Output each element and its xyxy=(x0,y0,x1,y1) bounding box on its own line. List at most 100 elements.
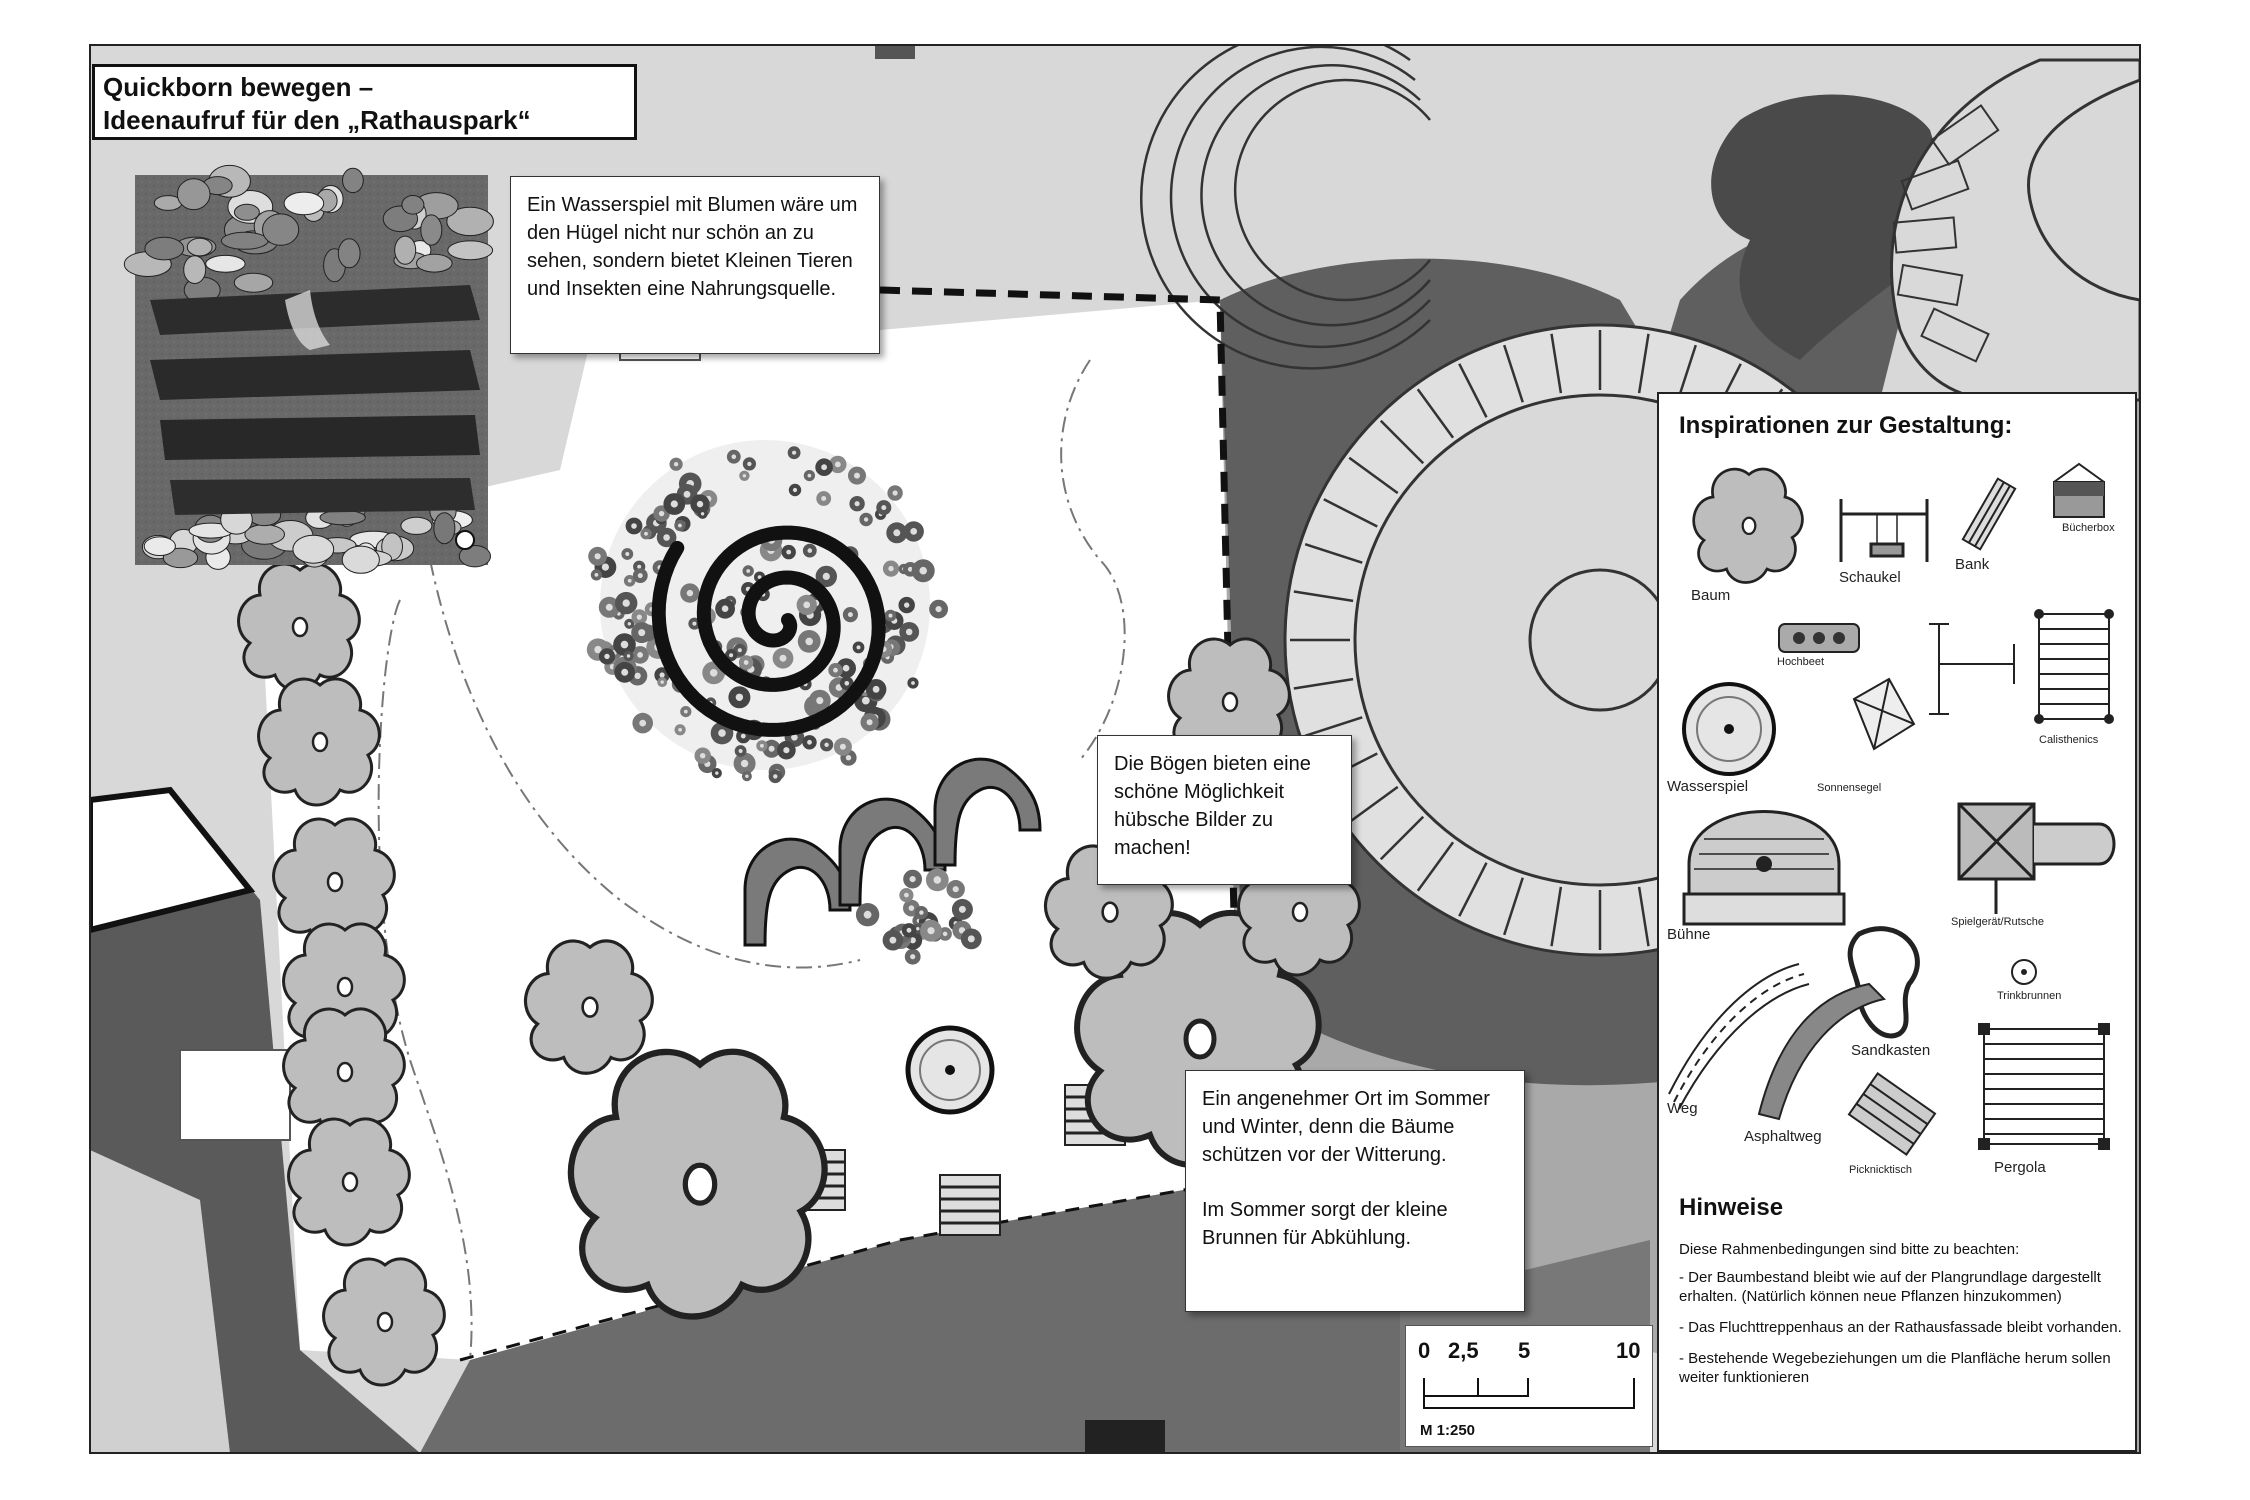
flower-center xyxy=(678,523,682,528)
flower-center xyxy=(907,566,913,572)
note-angenehmer-ort: Ein angenehmer Ort im Sommer und Winter,… xyxy=(1185,1070,1525,1312)
flower-center xyxy=(692,621,697,626)
flower-center xyxy=(604,653,610,660)
label-spielgeraet: Spielgerät/Rutsche xyxy=(1951,916,2044,928)
flower-center xyxy=(904,602,910,608)
photo-stone xyxy=(401,195,425,215)
flower-center xyxy=(919,566,927,575)
photo-stone xyxy=(420,214,443,246)
bench-icon xyxy=(1961,477,2017,551)
flower-center xyxy=(919,910,924,915)
flower-center xyxy=(659,672,665,678)
small-fountain xyxy=(905,1025,995,1115)
plaza-step-divider xyxy=(1416,841,1455,892)
flower-center xyxy=(625,552,630,556)
flower-center xyxy=(622,599,630,607)
plan-title: Quickborn bewegen – Ideenaufruf für den … xyxy=(92,64,637,140)
scale-bar: 0 2,5 5 10 M 1:250 xyxy=(1405,1325,1653,1447)
plaza-step-divider xyxy=(1637,886,1650,947)
flower-center xyxy=(737,648,742,653)
label-schaukel: Schaukel xyxy=(1839,569,1901,586)
flower-center xyxy=(854,472,860,479)
scale-tick: 5 xyxy=(1518,1338,1531,1363)
flower-center xyxy=(958,927,966,934)
flower-center xyxy=(735,693,744,701)
spiral-flower-hill xyxy=(586,440,948,784)
photo-stone xyxy=(244,524,286,545)
flower-center xyxy=(933,876,942,884)
plaza-step-divider xyxy=(1550,333,1563,394)
flower-center xyxy=(627,622,631,626)
photo-stone xyxy=(186,237,213,257)
plaza-step-divider xyxy=(1503,877,1524,936)
flower-center xyxy=(845,755,852,761)
flower-center xyxy=(791,734,798,741)
flower-center xyxy=(745,774,749,778)
note-text: Die Bögen bieten eine schöne Möglichkeit… xyxy=(1114,753,1311,859)
flower-center xyxy=(605,603,613,611)
flower-center xyxy=(709,669,718,677)
flower-center xyxy=(889,936,897,944)
flower-center xyxy=(821,464,827,471)
hinweise-list: - Der Baumbestand bleibt wie auf der Pla… xyxy=(1679,1268,2124,1399)
note-text: Im Sommer sorgt der kleine Brunnen für A… xyxy=(1202,1199,1448,1249)
scale-tick: 0 xyxy=(1418,1338,1431,1363)
plaza-step-divider xyxy=(1503,344,1524,403)
panel-title: Inspirationen zur Gestaltung: xyxy=(1679,412,2013,439)
title-line-1: Quickborn bewegen – xyxy=(103,72,374,102)
flower-center xyxy=(863,517,869,522)
flower-center xyxy=(906,927,912,933)
note-text: Ein angenehmer Ort im Sommer und Winter,… xyxy=(1202,1088,1490,1166)
waterfall-photo xyxy=(123,164,494,574)
hinweise-item: - Der Baumbestand bleibt wie auf der Pla… xyxy=(1679,1269,2101,1305)
inspiration-icons xyxy=(1668,462,2116,1156)
photo-stone xyxy=(283,191,325,216)
flower-center xyxy=(658,510,665,517)
flower-center xyxy=(700,753,706,759)
flower-center xyxy=(803,601,811,609)
photo-stone xyxy=(394,235,417,265)
photo-stone xyxy=(400,516,433,535)
scale-lines xyxy=(1423,1378,1635,1409)
flower-center xyxy=(743,660,749,665)
photo-stone xyxy=(292,534,335,564)
flower-center xyxy=(673,462,679,467)
flower-center xyxy=(663,534,670,541)
flower-center xyxy=(927,927,935,935)
flower-center xyxy=(636,614,642,620)
flower-center xyxy=(844,681,850,686)
label-pergola: Pergola xyxy=(1994,1159,2046,1176)
inspiration-panel: Inspirationen zur Gestaltung: xyxy=(1657,392,2137,1452)
flower-center xyxy=(847,612,853,618)
flower-center xyxy=(718,729,726,737)
photo-stone xyxy=(337,238,361,269)
flower-center xyxy=(807,739,812,745)
plaza-step-divider xyxy=(1348,785,1399,824)
photo-stone xyxy=(447,240,494,261)
title-line-2: Ideenaufruf für den „Rathauspark“ xyxy=(103,105,531,135)
flower-center xyxy=(910,528,918,535)
photo-stone xyxy=(341,545,380,574)
photo-stone xyxy=(233,272,274,293)
photo-stone xyxy=(433,512,456,545)
flower-center xyxy=(627,578,632,583)
flower-center xyxy=(910,954,916,960)
water-feature-icon xyxy=(1682,682,1776,776)
flower-center xyxy=(792,487,798,493)
flower-center xyxy=(854,501,860,507)
note-wasserspiel: Ein Wasserspiel mit Blumen wäre um den H… xyxy=(510,176,880,354)
flower-center xyxy=(856,645,861,650)
flower-center xyxy=(631,523,637,529)
flower-center xyxy=(740,733,746,739)
scale-tick: 10 xyxy=(1616,1338,1641,1363)
label-sandkasten: Sandkasten xyxy=(1851,1042,1931,1059)
scale-label: M 1:250 xyxy=(1420,1422,1476,1439)
label-picknicktisch: Picknicktisch xyxy=(1849,1164,1912,1176)
note-boegen: Die Bögen bieten eine schöne Möglichkeit… xyxy=(1097,735,1352,885)
flower-center xyxy=(700,512,705,516)
tree-icon xyxy=(1692,467,1804,584)
scale-tick: 2,5 xyxy=(1448,1338,1479,1363)
note-text: Ein Wasserspiel mit Blumen wäre um den H… xyxy=(527,194,858,300)
flower-center xyxy=(905,628,913,636)
flower-center xyxy=(678,727,682,732)
